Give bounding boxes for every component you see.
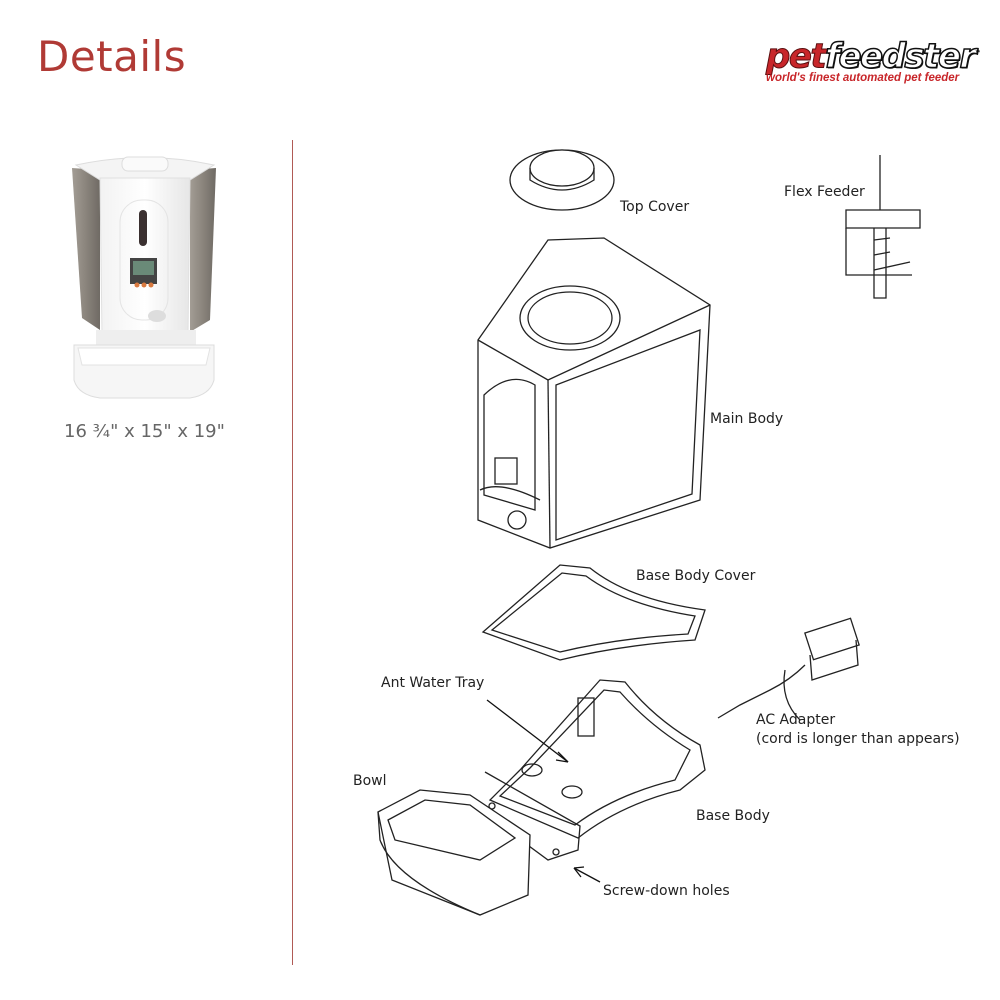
label-ac-adapter-note: (cord is longer than appears) — [756, 731, 960, 747]
main-body-drawing — [477, 237, 711, 549]
logo-pet: pet — [765, 36, 827, 77]
logo-feedster: feedster — [824, 36, 977, 77]
pointer-arrows — [486, 699, 601, 883]
label-screw-down-holes: Screw-down holes — [603, 883, 730, 899]
brand-logo: petfeedster™ world's finest automated pe… — [765, 36, 980, 85]
label-top-cover: Top Cover — [620, 199, 690, 215]
label-base-body: Base Body — [696, 808, 770, 824]
page-title: Details — [37, 32, 187, 81]
ac-adapter-drawing — [717, 617, 860, 721]
bowl-drawing — [377, 789, 531, 916]
product-dimensions: 16 ¾" x 15" x 19" — [64, 421, 225, 442]
flex-feeder-drawing — [845, 155, 921, 299]
label-base-body-cover: Base Body Cover — [636, 568, 756, 584]
divider — [292, 140, 293, 965]
top-cover-drawing — [509, 149, 615, 211]
base-body-cover-drawing — [481, 564, 706, 661]
label-ant-water-tray: Ant Water Tray — [381, 675, 485, 691]
product-photo — [72, 156, 216, 399]
trademark: ™ — [974, 50, 981, 57]
label-bowl: Bowl — [353, 773, 387, 789]
label-flex-feeder: Flex Feeder — [784, 184, 865, 200]
label-ac-adapter: AC Adapter — [756, 712, 836, 728]
logo-tagline: world's finest automated pet feeder — [766, 72, 960, 85]
label-main-body: Main Body — [710, 411, 784, 427]
